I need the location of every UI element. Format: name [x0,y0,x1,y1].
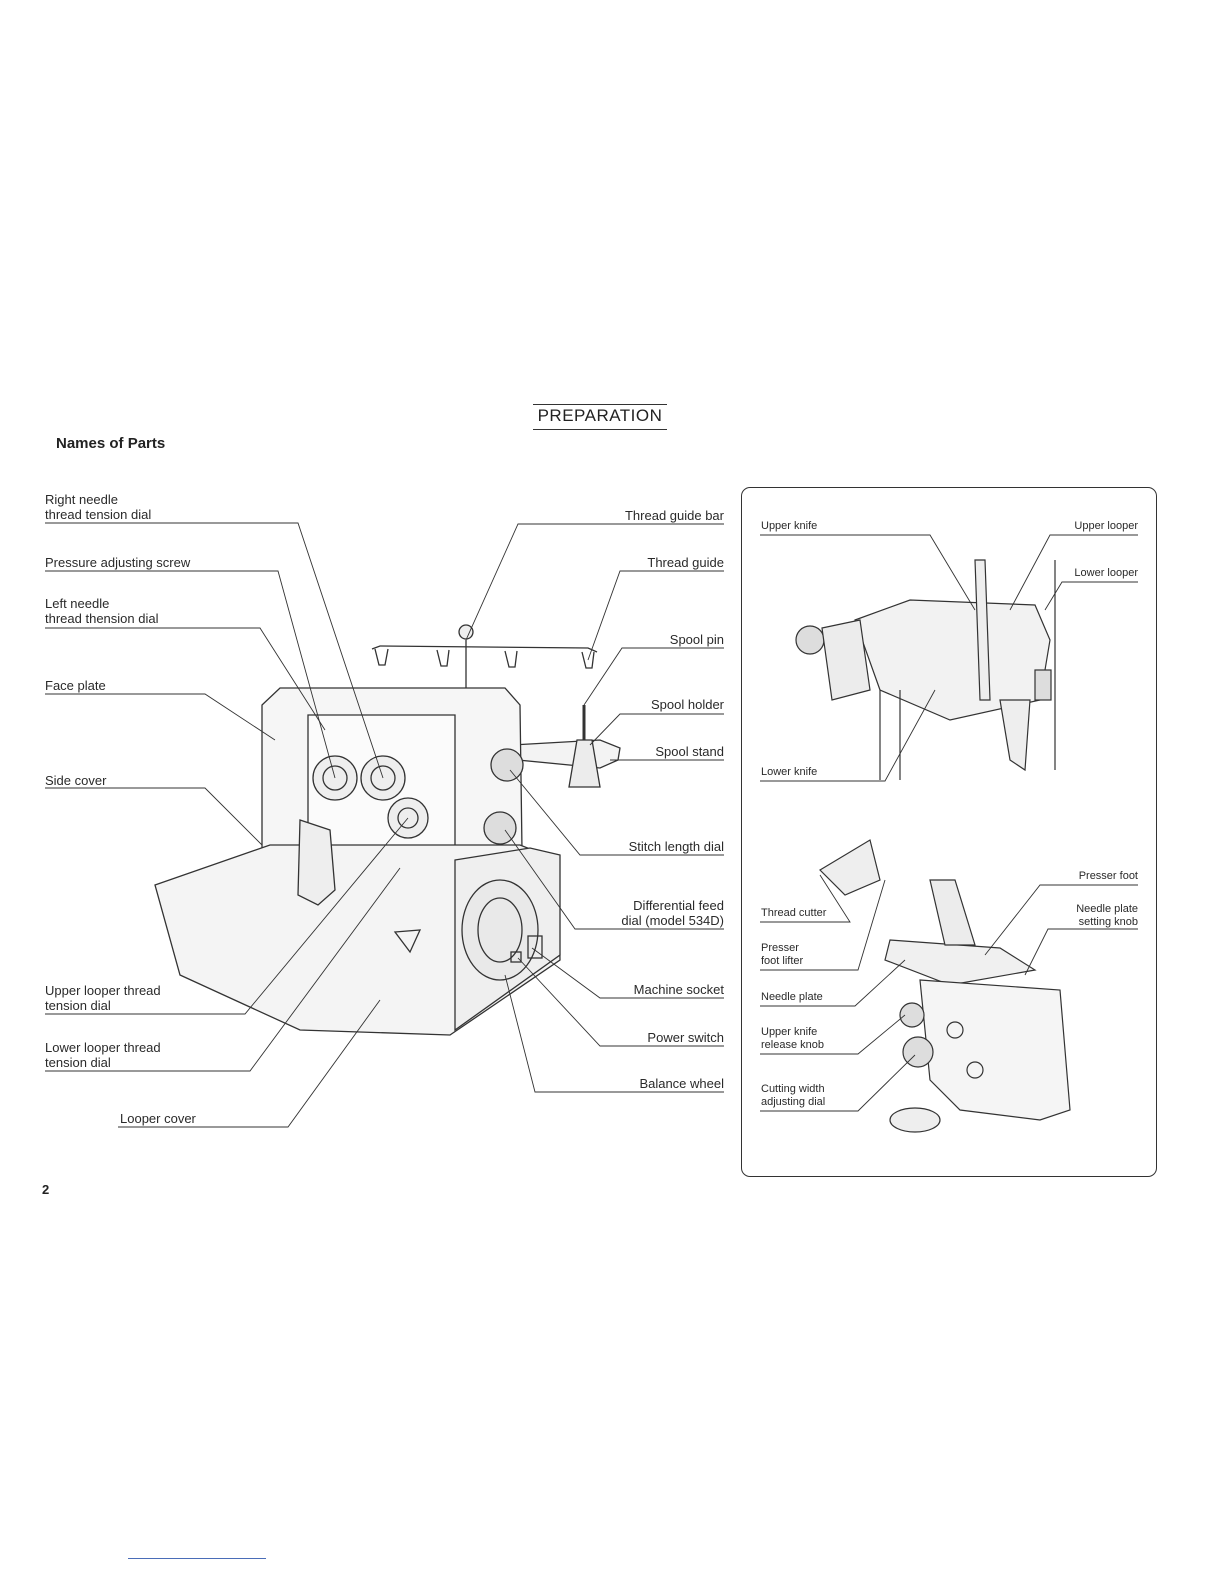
label-thread-guide-bar: Thread guide bar [624,508,724,523]
label-line: Upper looper thread [45,983,161,998]
label-spool-holder: Spool holder [651,697,724,712]
label-line: thread tension dial [45,507,152,522]
label-line: Lower looper thread [45,1040,161,1055]
label-line: setting knob [1078,916,1138,928]
label-balance-wheel: Balance wheel [639,1076,724,1091]
label-side-cover: Side cover [45,773,107,788]
label-looper-cover: Looper cover [120,1111,196,1126]
label-thread-cutter: Thread cutter [761,907,827,919]
label-pressure-adjusting-screw: Pressure adjusting screw [45,555,191,570]
label-line: thread thension dial [45,611,159,626]
label-needle-plate: Needle plate [761,991,823,1003]
label-line: release knob [761,1039,824,1051]
label-spool-stand: Spool stand [655,744,724,759]
label-line: adjusting dial [761,1096,826,1108]
label-lower-looper-tension-dial: Lower looper thread tension dial [45,1040,161,1070]
label-needle-plate-setting-knob: Needle plate setting knob [988,903,1138,929]
label-line: Left needle [45,596,110,611]
label-upper-knife-release-knob: Upper knife release knob [761,1026,824,1052]
label-right-needle-tension-dial: Right needle thread tension dial [45,492,151,522]
label-line: tension dial [45,998,111,1013]
label-presser-foot: Presser foot [1078,870,1138,882]
label-line: Upper knife [761,1026,818,1038]
label-line: dial (model 534D) [621,913,724,928]
page-title: PREPARATION [533,404,667,430]
label-line: tension dial [45,1055,111,1070]
label-line: Presser [761,942,799,954]
label-upper-looper-tension-dial: Upper looper thread tension dial [45,983,161,1013]
label-cutting-width-adjusting-dial: Cutting width adjusting dial [761,1083,825,1109]
label-machine-socket: Machine socket [633,982,724,997]
detail-inset-frame [741,487,1157,1177]
label-lower-knife: Lower knife [761,766,818,778]
label-line: Cutting width [761,1083,825,1095]
label-differential-feed-dial: Differential feed dial (model 534D) [524,898,724,928]
label-line: Right needle [45,492,118,507]
page-number: 2 [42,1182,50,1197]
label-spool-pin: Spool pin [669,632,724,647]
label-presser-foot-lifter: Presser foot lifter [761,942,803,968]
section-title: Names of Parts [56,435,166,452]
label-upper-knife: Upper knife [761,520,818,532]
label-line: foot lifter [761,955,804,967]
label-line: Differential feed [633,898,724,913]
label-stitch-length-dial: Stitch length dial [628,839,724,854]
label-thread-guide: Thread guide [647,555,724,570]
label-power-switch: Power switch [647,1030,724,1045]
footer-rule [128,1558,266,1559]
label-lower-looper: Lower looper [1074,567,1138,579]
label-upper-looper: Upper looper [1074,520,1138,532]
label-line: Needle plate [1076,903,1138,915]
label-face-plate: Face plate [45,678,106,693]
label-left-needle-tension-dial: Left needle thread thension dial [45,596,158,626]
